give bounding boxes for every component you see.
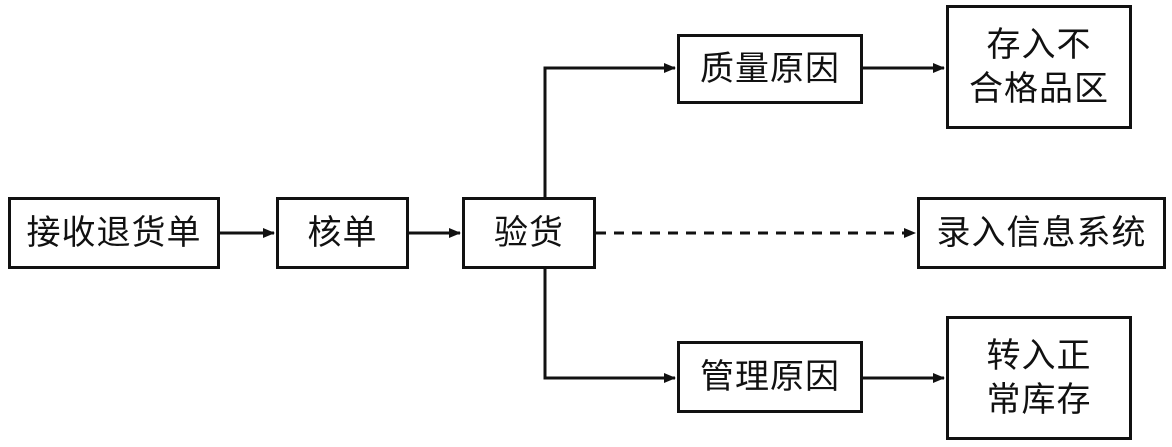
node-normal-store-line1: 转入正 [986, 335, 1092, 376]
node-normal-store: 转入正 常库存 [946, 316, 1132, 440]
arrow-inspect-to-quality-reason [543, 63, 676, 197]
node-inspect-goods: 验货 [462, 197, 596, 269]
node-inspect-label: 验货 [494, 212, 564, 253]
node-quality-reason-label: 质量原因 [700, 48, 840, 89]
node-normal-store-line2: 常库存 [986, 380, 1092, 420]
node-management-reason: 管理原因 [677, 341, 863, 413]
node-reject-store: 存入不 合格品区 [946, 5, 1132, 129]
arrow-inspect-to-management-reason [543, 269, 676, 383]
node-check-label: 核单 [307, 212, 378, 253]
node-quality-reason: 质量原因 [677, 34, 863, 104]
node-receive-label: 接收退货单 [26, 212, 202, 253]
node-check-form: 核单 [276, 197, 409, 269]
node-reject-store-line2: 合格品区 [969, 69, 1109, 109]
node-reject-store-line1: 存入不 [986, 24, 1092, 65]
node-management-reason-label: 管理原因 [700, 356, 840, 397]
node-receive-return-form: 接收退货单 [8, 197, 220, 269]
node-record-label: 录入信息系统 [936, 212, 1147, 253]
node-record-system: 录入信息系统 [917, 197, 1166, 269]
